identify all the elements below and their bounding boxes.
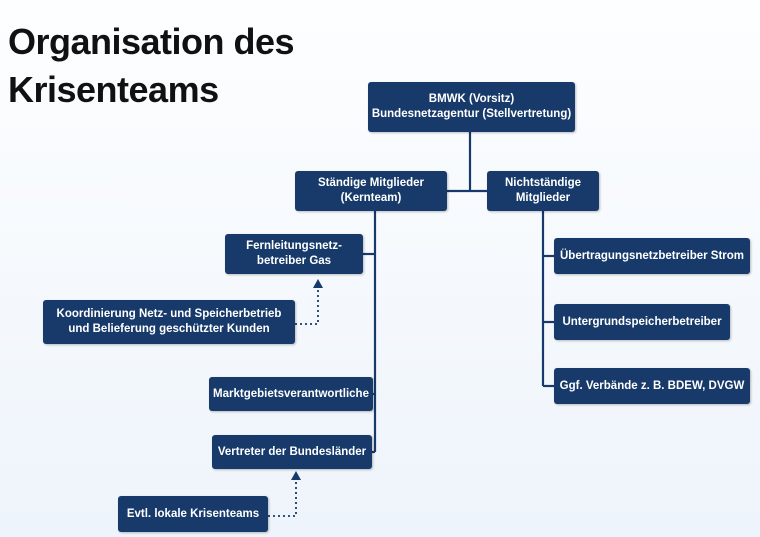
node-chair: BMWK (Vorsitz) Bundesnetzagentur (Stellv…: [368, 82, 575, 132]
node-associations: Ggf. Verbände z. B. BDEW, DVGW: [554, 368, 750, 404]
node-associations-label: Ggf. Verbände z. B. BDEW, DVGW: [559, 379, 745, 392]
title-line-1: Organisation des: [8, 21, 295, 62]
node-market-area-label: Marktgebietsverantwortliche: [213, 387, 369, 400]
node-local-teams: Evtl. lokale Krisenteams: [118, 496, 268, 532]
node-permanent-line-2: (Kernteam): [340, 192, 402, 204]
node-tso-power-label: Übertragungsnetzbetreiber Strom: [559, 249, 745, 262]
node-nonpermanent-members: Nichtständige Mitglieder: [487, 171, 599, 211]
node-transmission-gas-line-2: betreiber Gas: [256, 255, 332, 267]
node-storage: Untergrundspeicherbetreiber: [554, 304, 730, 340]
node-coordination-line-1: Koordinierung Netz- und Speicherbetrieb: [56, 308, 282, 320]
node-nonpermanent-line-1: Nichtständige: [504, 177, 582, 189]
node-transmission-gas: Fernleitungsnetz- betreiber Gas: [225, 234, 363, 274]
node-coordination-line-2: und Belieferung geschützter Kunden: [68, 323, 270, 335]
node-permanent-members: Ständige Mitglieder (Kernteam): [295, 171, 447, 211]
title-line-2: Krisenteams: [8, 69, 219, 110]
arrowhead-local-teams: [291, 471, 301, 480]
node-nonpermanent-line-2: Mitglieder: [515, 192, 571, 204]
node-market-area: Marktgebietsverantwortliche: [209, 377, 373, 411]
node-coordination: Koordinierung Netz- und Speicherbetrieb …: [43, 300, 295, 344]
node-local-teams-label: Evtl. lokale Krisenteams: [126, 507, 260, 520]
dotted-connector-local-teams: [268, 478, 297, 517]
node-federal-states: Vertreter der Bundesländer: [212, 435, 372, 469]
node-transmission-gas-line-1: Fernleitungsnetz-: [246, 240, 342, 252]
page-title: Organisation des Krisenteams: [8, 18, 308, 114]
node-storage-label: Untergrundspeicherbetreiber: [562, 315, 722, 328]
arrowhead-coordination: [313, 279, 323, 288]
node-chair-line-2: Bundesnetzagentur (Stellvertretung): [371, 108, 572, 120]
node-permanent-line-1: Ständige Mitglieder: [317, 177, 425, 189]
node-tso-power: Übertragungsnetzbetreiber Strom: [554, 238, 750, 274]
node-chair-line-1: BMWK (Vorsitz): [428, 93, 515, 105]
dotted-connector-coordination: [295, 286, 319, 325]
node-federal-states-label: Vertreter der Bundesländer: [217, 445, 367, 458]
